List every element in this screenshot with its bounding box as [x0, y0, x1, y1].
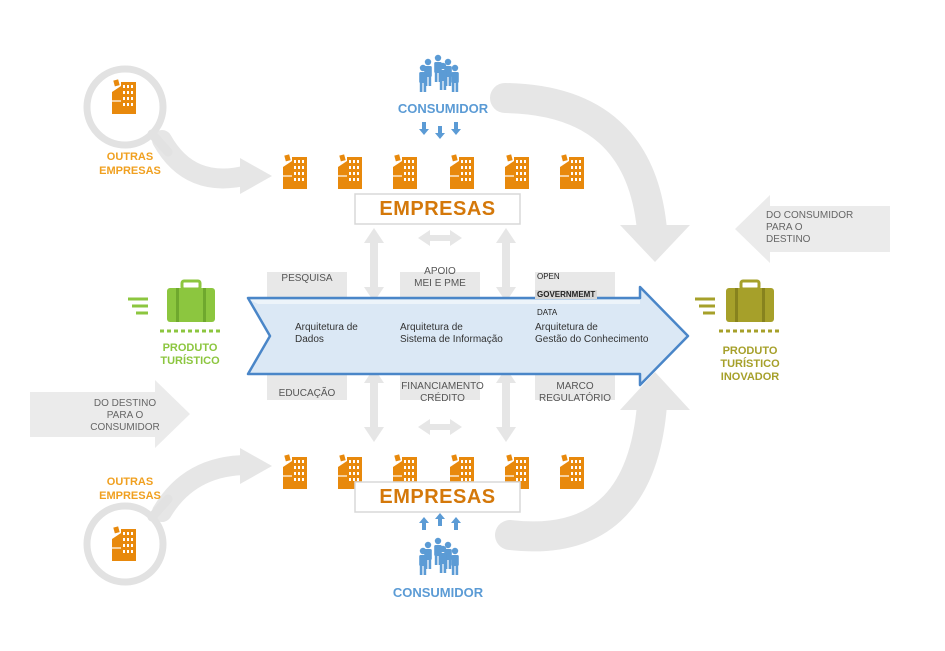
consumidor-top-label: CONSUMIDOR [397, 101, 489, 116]
empresas-banner-bottom [354, 481, 521, 513]
empresas-bottom-label: EMPRESAS [379, 486, 496, 508]
suitcase-icon-olive [695, 279, 779, 333]
side-arrows [30, 195, 890, 448]
people-icon-top [419, 54, 459, 92]
arrowhead-top-left [240, 158, 272, 194]
curve-bottom-left [152, 455, 258, 522]
factory-row-top [282, 154, 584, 189]
empresas-banner-top [354, 193, 521, 225]
box-educacao: EDUCAÇÃO [278, 388, 336, 399]
people-icon-bottom [419, 537, 459, 575]
magnifier-icon-top [83, 65, 173, 157]
curve-bottom-right [495, 390, 667, 552]
arrow-to-consumer [30, 380, 190, 448]
vertical-connectors [364, 228, 516, 442]
curve-top-right [490, 83, 667, 245]
magnifier-icon-bottom [83, 494, 173, 586]
box-pesquisa: PESQUISA [281, 273, 333, 284]
curve-top-left [152, 130, 258, 189]
arrow-from-consumer [735, 195, 890, 263]
arrowhead-top-right [620, 225, 690, 262]
arrowhead-bottom-left [240, 448, 272, 484]
suitcase-icon-green [128, 279, 220, 333]
arrowhead-bottom-right [620, 372, 690, 410]
flow-arrowheads [240, 158, 690, 484]
box-open-data: OPEN GOVERNMEMT DATA [535, 272, 598, 317]
down-arrows-top [419, 122, 461, 139]
central-arrow [246, 285, 690, 387]
consumidor-bottom-label: CONSUMIDOR [392, 585, 484, 600]
empresas-top-label: EMPRESAS [379, 198, 496, 220]
up-arrows-bottom [419, 513, 461, 530]
